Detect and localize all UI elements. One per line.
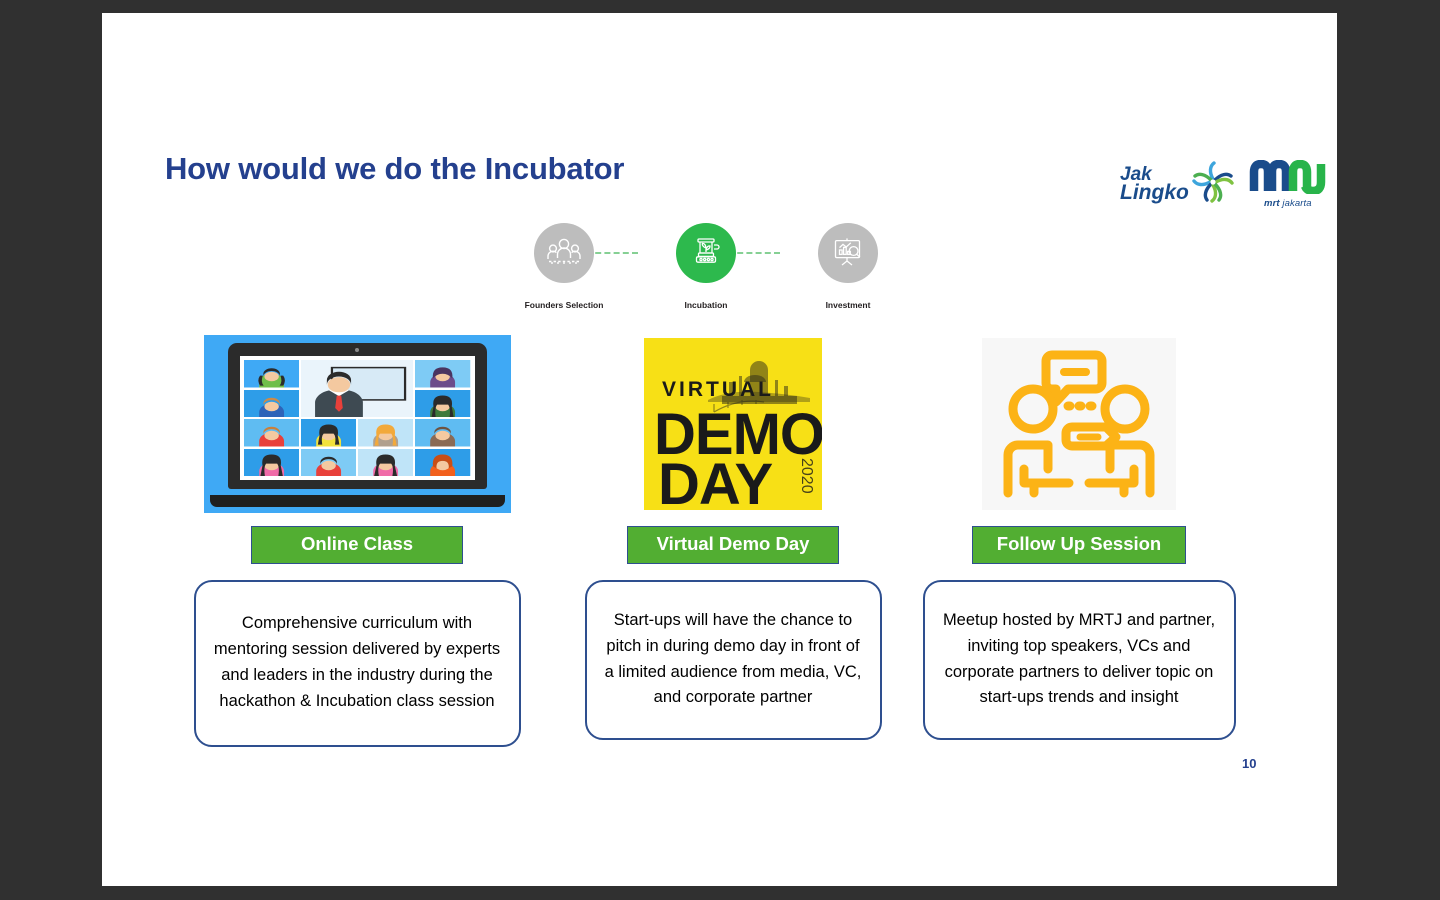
- laptop-screen: [239, 356, 475, 480]
- presenter-tile: [300, 360, 414, 417]
- jaklingko-line2: Lingko: [1120, 181, 1189, 205]
- mrt-mark-icon: [1249, 159, 1327, 198]
- description-virtual-demo-day: Start-ups will have the chance to pitch …: [584, 579, 882, 740]
- presentation-slide: How would we do the Incubator Jak Lingko: [102, 13, 1337, 886]
- virtual-demo-day-poster: VIRTUAL DEMO DAY 2020: [644, 338, 822, 510]
- process-connector: [586, 252, 638, 254]
- jaklingko-logo: Jak Lingko: [1120, 160, 1235, 209]
- process-step-circle: [818, 223, 878, 283]
- process-step-founders-selection[interactable]: Founders Selection: [506, 223, 622, 310]
- banner-online-class[interactable]: Online Class: [251, 526, 463, 564]
- online-class-media: [192, 335, 522, 513]
- process-step-label: Founders Selection: [524, 300, 604, 310]
- description-online-class: Comprehensive curriculum with mentoring …: [193, 579, 521, 747]
- group-of-people-icon: [547, 236, 581, 271]
- mrt-subtitle: mrt jakarta: [1264, 199, 1312, 209]
- jaklingko-line1: Jak: [1120, 163, 1152, 185]
- svg-text:VIRTUAL: VIRTUAL: [662, 378, 774, 401]
- banner-virtual-demo-day[interactable]: Virtual Demo Day: [627, 526, 839, 564]
- laptop-body: [227, 343, 487, 489]
- participant-tile: [358, 419, 414, 447]
- process-step-label: Investment: [825, 300, 871, 310]
- column-virtual-demo-day: VIRTUAL DEMO DAY 2020 Virtual Demo Day S…: [568, 335, 898, 740]
- process-step-investment[interactable]: Investment: [790, 223, 906, 310]
- process-step-label: Incubation: [684, 300, 728, 310]
- column-online-class: Online Class Comprehensive curriculum wi…: [192, 335, 522, 747]
- participant-tile: [415, 419, 471, 447]
- mrt-subtitle-italic: jakarta: [1282, 197, 1312, 209]
- participant-tile: [243, 419, 299, 447]
- mrt-jakarta-logo: mrt jakarta: [1249, 159, 1327, 209]
- banner-follow-up-session[interactable]: Follow Up Session: [972, 526, 1186, 564]
- description-follow-up-session: Meetup hosted by MRTJ and partner, invit…: [922, 579, 1236, 740]
- laptop-camera-icon: [355, 348, 359, 352]
- page-title: How would we do the Incubator: [165, 151, 625, 186]
- process-flow: Founders Selection: [506, 223, 906, 323]
- column-follow-up-session: Follow Up Session Meetup hosted by MRTJ …: [914, 335, 1244, 740]
- laptop-base: [209, 495, 505, 507]
- process-step-incubation[interactable]: Incubation: [648, 223, 764, 310]
- participant-tile: [243, 448, 299, 476]
- process-step-circle: [534, 223, 594, 283]
- participant-tile: [300, 448, 356, 476]
- online-class-video-call-illustration: [203, 335, 511, 513]
- svg-text:DEMO: DEMO: [654, 402, 822, 467]
- participant-tile: [243, 360, 299, 388]
- process-connector: [728, 252, 780, 254]
- participant-tile: [300, 419, 356, 447]
- svg-text:2020: 2020: [798, 458, 815, 494]
- participant-tile: [243, 389, 299, 417]
- virtual-demo-day-media: VIRTUAL DEMO DAY 2020: [568, 335, 898, 513]
- participant-tile: [415, 448, 471, 476]
- slide-number: 10: [1242, 756, 1257, 771]
- chart-board-magnifier-icon: [831, 235, 865, 272]
- follow-up-session-media: [914, 335, 1244, 513]
- follow-up-meeting-icon: [982, 338, 1176, 510]
- svg-text:DAY: DAY: [658, 452, 772, 510]
- participant-tile: [415, 360, 471, 388]
- process-step-circle: [676, 223, 736, 283]
- logo-group: Jak Lingko: [1120, 153, 1326, 215]
- video-call-grid: [243, 360, 471, 476]
- jaklingko-wordmark: Jak Lingko: [1120, 163, 1189, 205]
- incubator-jar-plant-icon: [689, 234, 723, 273]
- mrt-subtitle-bold: mrt: [1264, 197, 1280, 209]
- pinwheel-icon: [1191, 160, 1235, 209]
- participant-tile: [358, 448, 414, 476]
- participant-tile: [415, 389, 471, 417]
